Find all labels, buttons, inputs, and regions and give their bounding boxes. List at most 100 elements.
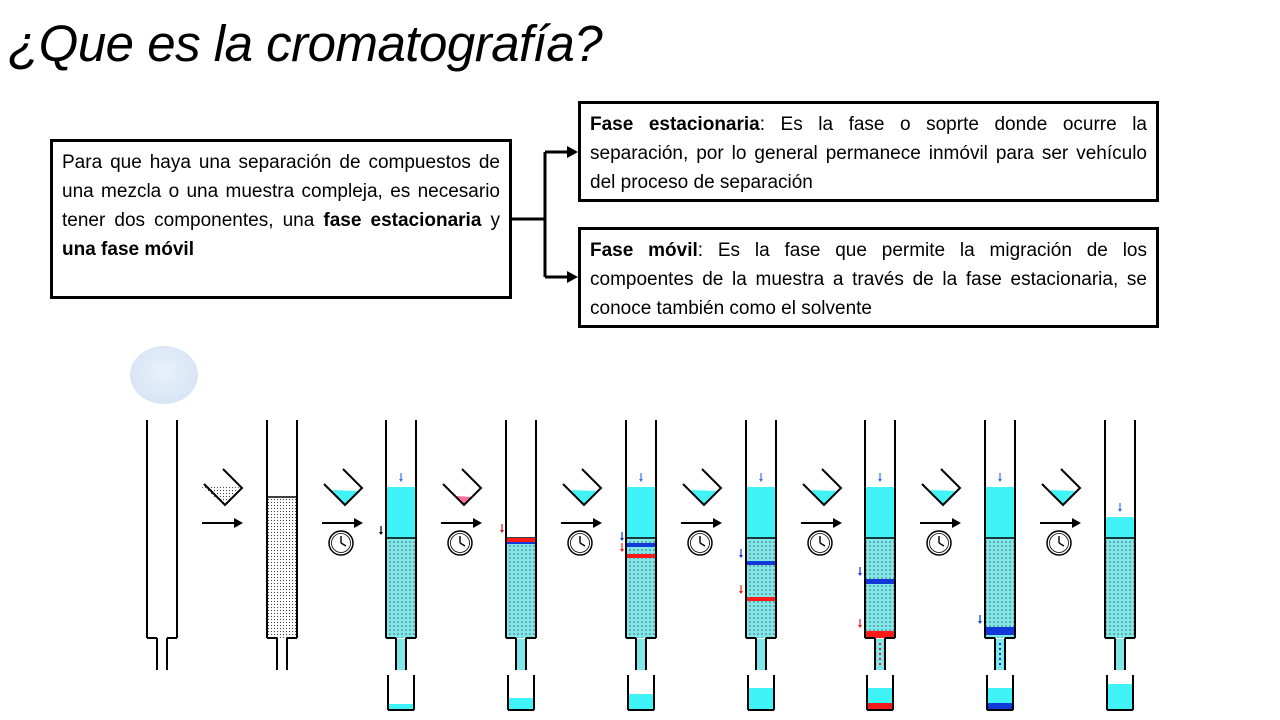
beaker-5-liquid xyxy=(628,694,654,710)
beaker-7-liquid-top xyxy=(867,688,893,703)
clock-hand-hour xyxy=(579,542,586,547)
column-5-stem-solvent xyxy=(637,639,645,670)
beaker-pour-icon xyxy=(1041,468,1082,507)
step-4-pour-fill xyxy=(571,490,597,505)
stationary-phase-box: Fase estacionaria: Es la fase o soprte d… xyxy=(578,101,1159,202)
column-8-drip xyxy=(999,653,1001,655)
column-6-blue-band xyxy=(746,561,776,565)
arrow-right-icon xyxy=(713,518,722,528)
clock-hand-hour xyxy=(1058,542,1065,547)
column-4-red-band xyxy=(506,538,536,542)
clock-icon-inner xyxy=(690,533,710,553)
beaker-7-liquid xyxy=(867,703,893,710)
intro-text-2: y xyxy=(481,210,501,231)
column-8-solvent-arrow-head xyxy=(998,479,1002,482)
arrow-right-icon xyxy=(354,518,363,528)
step-7-pour-fill xyxy=(930,490,956,505)
clock-hand-hour xyxy=(938,542,945,547)
clock-icon-inner xyxy=(331,533,351,553)
column-8-drip xyxy=(999,648,1001,650)
column-9-solvent-arrow-head xyxy=(1118,509,1122,512)
column-6-solvent-arrow-head xyxy=(759,479,763,482)
mobile-phase-definition: : Es la fase que permite la migración de… xyxy=(590,240,1147,319)
column-4-flow-arrow-head xyxy=(500,530,504,533)
column-7-blue-arrow-head xyxy=(858,573,862,576)
column-8-packed-dots xyxy=(985,538,1015,638)
column-6-packed-dots xyxy=(746,538,776,638)
column-9-stem-solvent xyxy=(1116,639,1124,670)
column-5-packed-dots xyxy=(626,538,656,638)
column-7-drip xyxy=(879,653,881,655)
column-7-drip xyxy=(879,663,881,665)
column-2-packing xyxy=(267,497,297,638)
column-5-red-band xyxy=(626,554,656,558)
clock-icon-inner xyxy=(929,533,949,553)
column-7-solvent-arrow-head xyxy=(878,479,882,482)
column-6-blue-arrow-head xyxy=(739,555,743,558)
intro-text-1: Para que haya una separación de compuest… xyxy=(62,152,500,231)
column-4-packed-dots xyxy=(506,538,536,638)
clock-icon-inner xyxy=(570,533,590,553)
column-7-drip xyxy=(879,643,881,645)
column-5-solvent xyxy=(626,487,656,538)
column-6-red-band xyxy=(746,597,776,601)
sample-drop xyxy=(130,346,198,404)
column-5-red-arrow-head xyxy=(620,549,624,552)
clock-icon-inner xyxy=(450,533,470,553)
clock-icon-inner xyxy=(810,533,830,553)
column-8-blue-arrow-head xyxy=(978,621,982,624)
column-7-blue-band xyxy=(865,579,895,584)
beaker-9-liquid xyxy=(1107,684,1133,710)
stationary-phase-definition: : Es la fase o soprte donde ocurre la se… xyxy=(590,114,1147,193)
arrow-right-icon xyxy=(593,518,602,528)
stationary-phase-term: Fase estacionaria xyxy=(590,114,760,135)
column-3-stem-solvent xyxy=(397,639,405,670)
step-6-pour-fill xyxy=(811,490,837,505)
clock-hand-hour xyxy=(819,542,826,547)
step-3-pour-fill xyxy=(456,496,471,505)
column-7-drip xyxy=(879,658,881,660)
column-9-packed-dots xyxy=(1105,538,1135,638)
column-8-blue-band xyxy=(985,627,1015,635)
clock-hand-hour xyxy=(340,542,347,547)
column-5-solvent-arrow-head xyxy=(639,479,643,482)
beaker-pour-icon xyxy=(323,468,364,507)
column-3-packed-dots xyxy=(386,538,416,638)
beaker-3-liquid xyxy=(388,704,414,710)
column-3-solvent-arrow-head xyxy=(399,479,403,482)
mobile-phase-box: Fase móvil: Es la fase que permite la mi… xyxy=(578,227,1159,328)
clock-icon-inner xyxy=(1049,533,1069,553)
beaker-pour-icon xyxy=(802,468,843,507)
mobile-phase-term: Fase móvil xyxy=(590,240,698,261)
column-3-solvent xyxy=(386,487,416,538)
column-3-flow-arrow-head xyxy=(379,532,383,535)
beaker-8-liquid xyxy=(987,703,1013,710)
column-7-red-arrow-head xyxy=(858,625,862,628)
clock-hand-hour xyxy=(459,542,466,547)
beaker-4-liquid xyxy=(508,698,534,710)
page-title: ¿Que es la cromatografía? xyxy=(8,15,603,72)
column-7-red-band xyxy=(865,631,895,638)
column-8-drip xyxy=(999,658,1001,660)
beaker-pour-icon xyxy=(442,468,483,507)
column-7-packed-dots xyxy=(865,538,895,638)
column-5-blue-band xyxy=(626,543,656,547)
column-8-solvent xyxy=(985,487,1015,538)
column-6-red-arrow-head xyxy=(739,591,743,594)
beaker-6-liquid xyxy=(748,688,774,710)
column-9-solvent xyxy=(1105,517,1135,538)
intro-bold-stationary: fase estacionaria xyxy=(323,210,482,231)
beaker-8-liquid-top xyxy=(987,688,1013,703)
column-7-solvent xyxy=(865,487,895,538)
arrow-right-icon xyxy=(833,518,842,528)
intro-box: Para que haya una separación de compuest… xyxy=(50,139,512,299)
intro-bold-mobile: una fase móvil xyxy=(62,239,194,260)
column-5-blue-arrow-head xyxy=(620,538,624,541)
column-7-drip xyxy=(879,648,881,650)
beaker-pour-icon xyxy=(203,468,244,507)
arrow-right-icon xyxy=(473,518,482,528)
beaker-pour-icon xyxy=(921,468,962,507)
column-4-blue-band xyxy=(506,542,536,544)
